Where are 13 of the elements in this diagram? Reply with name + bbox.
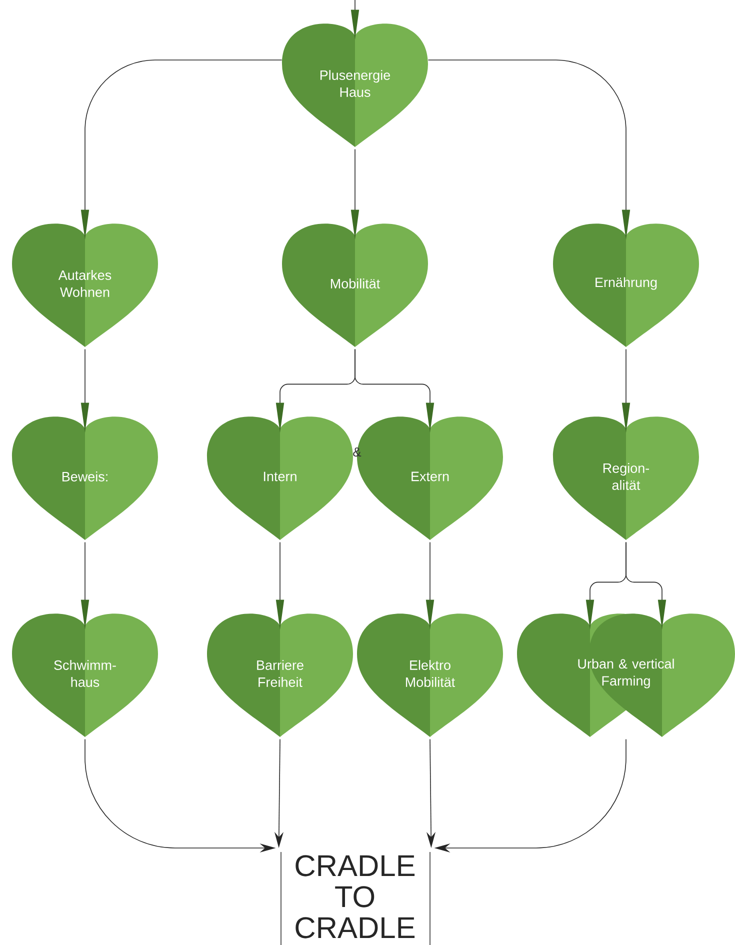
heart-box: Beweis: xyxy=(12,416,158,540)
heart-box: Autarkes Wohnen xyxy=(12,224,158,347)
heart-box: Ernährung xyxy=(553,224,699,347)
double-heart-box: Urban & vertical Farming xyxy=(517,614,735,737)
heart-box: Intern xyxy=(207,416,353,540)
heart-box: Barriere Freiheit xyxy=(207,614,353,737)
heart-box: Region- alität xyxy=(553,416,699,540)
heart-box: Mobilität xyxy=(282,224,428,347)
heart-box: Plusenergie Haus xyxy=(282,24,428,147)
node-label: Urban & vertical Farming xyxy=(578,658,674,688)
heart-box: Schwimm- haus xyxy=(12,614,158,737)
heart-box: Elektro Mobilität xyxy=(357,614,503,737)
titled-box: CRADLE TO CRADLE xyxy=(280,852,430,945)
